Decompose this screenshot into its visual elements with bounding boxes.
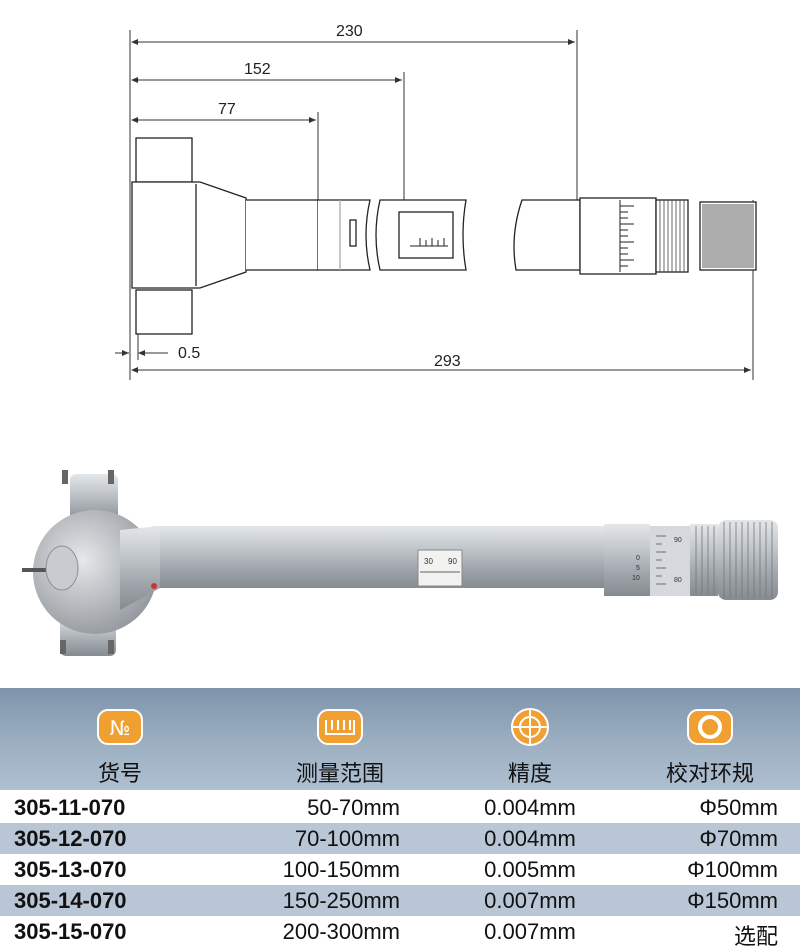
thimble-label-80: 80	[674, 577, 682, 584]
table-row: 305-12-070 70-100mm 0.004mm Φ70mm	[0, 823, 800, 854]
cell-item-number: 305-12-070	[14, 826, 127, 851]
ruler-icon	[317, 709, 363, 745]
cell-accuracy: 0.005mm	[484, 857, 576, 882]
ring-gauge-icon	[687, 709, 733, 745]
cell-range: 200-300mm	[282, 919, 400, 944]
thimble-label-10: 10	[632, 575, 640, 582]
cell-range: 50-70mm	[307, 795, 400, 820]
dim-152: 152	[244, 61, 271, 78]
thimble-label-5: 5	[636, 565, 640, 572]
dim-77: 77	[218, 101, 236, 118]
number-icon: №	[97, 709, 143, 745]
table-row: 305-15-070 200-300mm 0.007mm 选配	[0, 916, 800, 949]
spec-table: № 货号 测量范围 精度 校对环规	[0, 688, 800, 949]
dim-0.5: 0.5	[178, 345, 200, 362]
cell-accuracy: 0.004mm	[484, 826, 576, 851]
cell-accuracy: 0.007mm	[484, 919, 576, 944]
table-row: 305-14-070 150-250mm 0.007mm Φ150mm	[0, 885, 800, 916]
cell-accuracy: 0.007mm	[484, 888, 576, 913]
table-row: 305-11-070 50-70mm 0.004mm Φ50mm	[0, 792, 800, 823]
cell-item-number: 305-11-070	[14, 795, 126, 820]
table-header: № 货号 测量范围 精度 校对环规	[0, 688, 800, 790]
thimble-label-90: 90	[674, 537, 682, 544]
header-ring-gauge: 校对环规	[620, 688, 800, 790]
header-label-ring-gauge: 校对环规	[665, 762, 754, 787]
header-range: 测量范围	[260, 688, 420, 790]
cell-accuracy: 0.004mm	[484, 795, 576, 820]
cell-item-number: 305-14-070	[14, 888, 127, 913]
svg-text:№: №	[110, 716, 131, 740]
scale-label-30: 30	[424, 557, 433, 566]
cell-item-number: 305-15-070	[14, 919, 127, 944]
cell-ring-gauge: Φ70mm	[699, 826, 778, 851]
cell-range: 70-100mm	[294, 826, 400, 851]
header-label-range: 测量范围	[295, 762, 384, 787]
header-label-accuracy: 精度	[507, 762, 552, 787]
cell-ring-gauge: Φ150mm	[687, 888, 778, 913]
header-item-number: № 货号	[40, 688, 200, 790]
cell-range: 100-150mm	[282, 857, 400, 882]
cell-range: 150-250mm	[282, 888, 400, 913]
cell-ring-gauge: Φ100mm	[687, 857, 778, 882]
cell-ring-gauge: 选配	[733, 924, 778, 949]
thimble-label-0: 0	[636, 555, 640, 562]
dim-293: 293	[434, 353, 461, 370]
technical-drawing: 230 152 77 0.5 293	[115, 23, 757, 380]
cell-ring-gauge: Φ50mm	[699, 795, 778, 820]
cell-item-number: 305-13-070	[14, 857, 127, 882]
dim-230: 230	[336, 23, 363, 40]
header-label-item-number: 货号	[97, 762, 142, 787]
target-icon	[511, 708, 549, 746]
scale-label-90: 90	[448, 557, 457, 566]
product-photo: 30 90 90 0 5 10 80	[22, 470, 778, 656]
table-row: 305-13-070 100-150mm 0.005mm Φ100mm	[0, 854, 800, 885]
header-accuracy: 精度	[440, 688, 620, 790]
